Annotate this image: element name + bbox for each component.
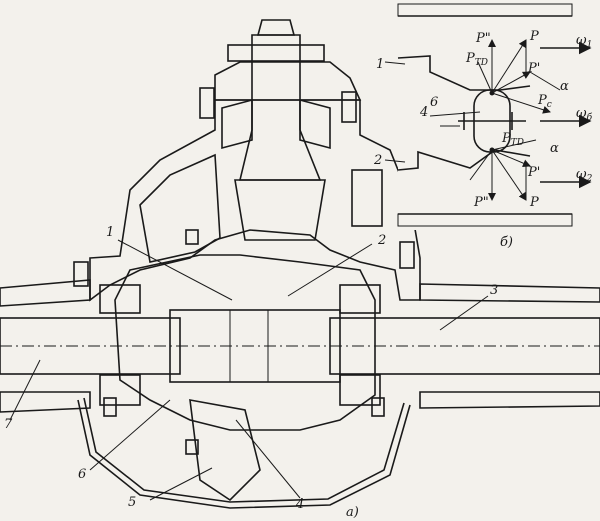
- callout-a-5: 5: [128, 495, 136, 510]
- force-p-top: P: [529, 29, 539, 44]
- velocity-w1: ω1: [576, 33, 592, 50]
- right-axle-housing: [419, 283, 600, 303]
- carrier-housing: [89, 99, 421, 302]
- force-p-prime-bottom: P': [527, 165, 540, 180]
- force-p-prime-top: P': [527, 61, 540, 76]
- side-bearing-right: [339, 284, 381, 314]
- force-p-double-prime-top: P": [475, 31, 491, 46]
- force-pc: Pc: [537, 93, 552, 110]
- pinion-nut: [256, 19, 296, 36]
- ring-gear: [189, 399, 261, 502]
- callout-a-6: 6: [78, 467, 86, 482]
- callout-a-1: 1: [106, 225, 114, 240]
- right-half-shaft: [329, 317, 600, 375]
- pinion-housing: [214, 61, 362, 101]
- angle-alpha-bottom: α: [550, 141, 559, 156]
- velocity-w2: ω2: [576, 167, 593, 184]
- callout-a-3: 3: [490, 283, 498, 298]
- callout-b-1: 1: [376, 57, 384, 72]
- housing-bolts: [73, 87, 415, 455]
- housing-cover: [77, 399, 411, 509]
- force-p-bottom: P: [529, 195, 539, 210]
- caption-b: б): [500, 235, 513, 250]
- side-gear-splines: [169, 309, 341, 383]
- callout-a-7: 7: [4, 417, 13, 432]
- side-gear-1-outline: [397, 55, 531, 91]
- pinion-bearing-right: [299, 98, 331, 150]
- force-diagram-frame: [398, 4, 598, 230]
- callout-a-4: 4: [295, 497, 304, 512]
- callout-b-2: 2: [373, 153, 382, 168]
- velocity-w6: ωб: [576, 106, 593, 123]
- side-bearing-left: [99, 284, 141, 314]
- caption-a: а): [346, 505, 359, 520]
- callout-a-2: 2: [377, 233, 386, 248]
- pinion-bearing-left: [221, 98, 253, 150]
- differential-assembly: [0, 19, 600, 509]
- differential-case: [114, 254, 376, 431]
- callout-b-6: 6: [430, 95, 438, 110]
- left-axle-housing: [0, 279, 91, 307]
- force-ptd-bottom: PTD: [501, 131, 524, 148]
- drive-pinion-gear: [234, 179, 326, 241]
- force-diagram: [384, 3, 598, 230]
- force-ptd-top: PTD: [465, 51, 488, 68]
- callout-b-4: 4: [419, 105, 428, 120]
- pinion-flange: [227, 44, 325, 62]
- force-p-double-prime-bottom: P": [473, 195, 489, 210]
- angle-alpha-top: α: [560, 79, 569, 94]
